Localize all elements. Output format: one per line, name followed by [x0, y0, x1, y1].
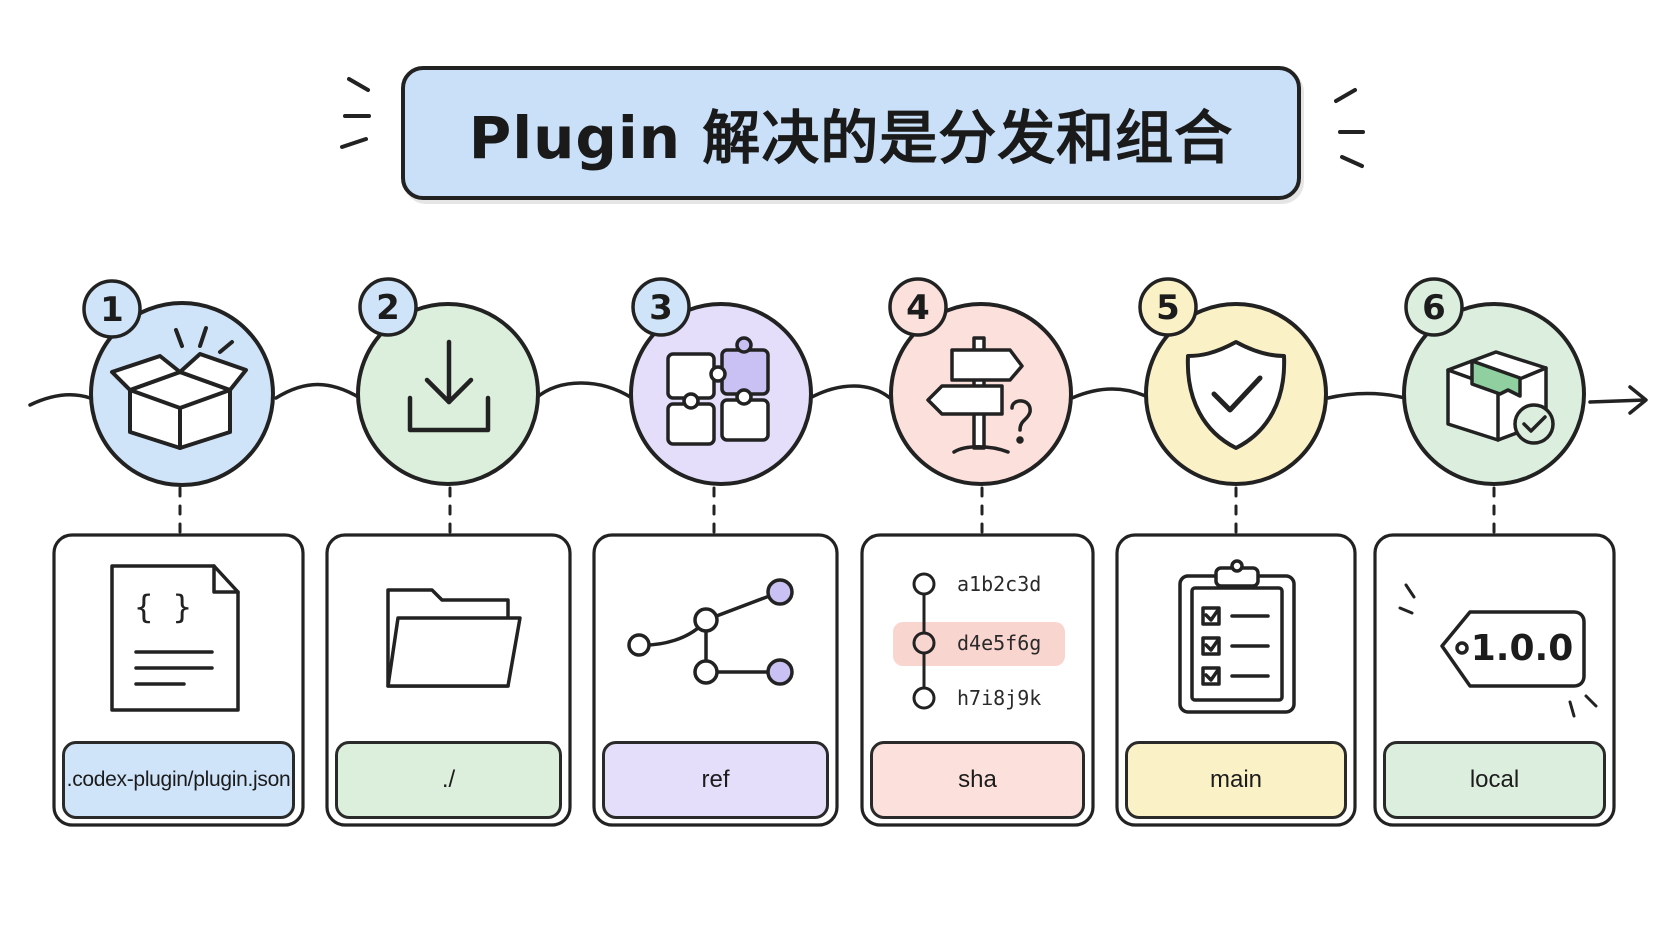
- label-plugin-json: .codex-plugin/plugin.json: [62, 741, 295, 819]
- number-6: 6: [1422, 288, 1446, 328]
- folder-icon: [386, 588, 522, 688]
- package-check-icon: [1446, 350, 1555, 445]
- number-5: 5: [1156, 288, 1180, 328]
- number-badge-1: [82, 279, 142, 339]
- puzzle-icon: [666, 336, 770, 446]
- version-tag-icon: [1398, 583, 1598, 718]
- number-badge-4: [888, 277, 948, 337]
- flow-line: [28, 381, 1647, 407]
- shield-check-icon: [1185, 340, 1287, 450]
- commit-highlight: [893, 622, 1065, 666]
- number-badge-2: [358, 277, 418, 337]
- page-title: Plugin 解决的是分发和组合: [468, 104, 1234, 172]
- commit-list-icon: [912, 572, 936, 710]
- download-icon: [407, 339, 491, 433]
- number-badge-6: [1404, 277, 1464, 337]
- number-badge-3: [631, 277, 691, 337]
- git-branch-icon: [627, 578, 794, 686]
- version-tag-text: 1.0.0: [1471, 628, 1574, 669]
- title-banner: Plugin 解决的是分发和组合: [401, 66, 1301, 200]
- json-braces-glyph: { }: [134, 588, 192, 626]
- label-ref: ref: [602, 741, 829, 819]
- signpost-icon: [926, 336, 1032, 454]
- label-local: local: [1383, 741, 1606, 819]
- commit-hash-1: a1b2c3d: [957, 572, 1041, 596]
- open-box-icon: [110, 326, 248, 450]
- number-1: 1: [100, 290, 124, 330]
- number-2: 2: [376, 288, 400, 328]
- label-main: main: [1125, 741, 1347, 819]
- number-badge-5: [1138, 277, 1198, 337]
- label-dot-slash: ./: [335, 741, 562, 819]
- json-file-icon: [110, 564, 240, 712]
- commit-hash-3: h7i8j9k: [957, 686, 1041, 710]
- commit-hash-2: d4e5f6g: [957, 631, 1041, 655]
- number-4: 4: [906, 288, 930, 328]
- checklist-icon: [1178, 559, 1296, 714]
- flow-arrowhead-icon: [1628, 385, 1648, 415]
- label-sha: sha: [870, 741, 1085, 819]
- number-3: 3: [649, 288, 673, 328]
